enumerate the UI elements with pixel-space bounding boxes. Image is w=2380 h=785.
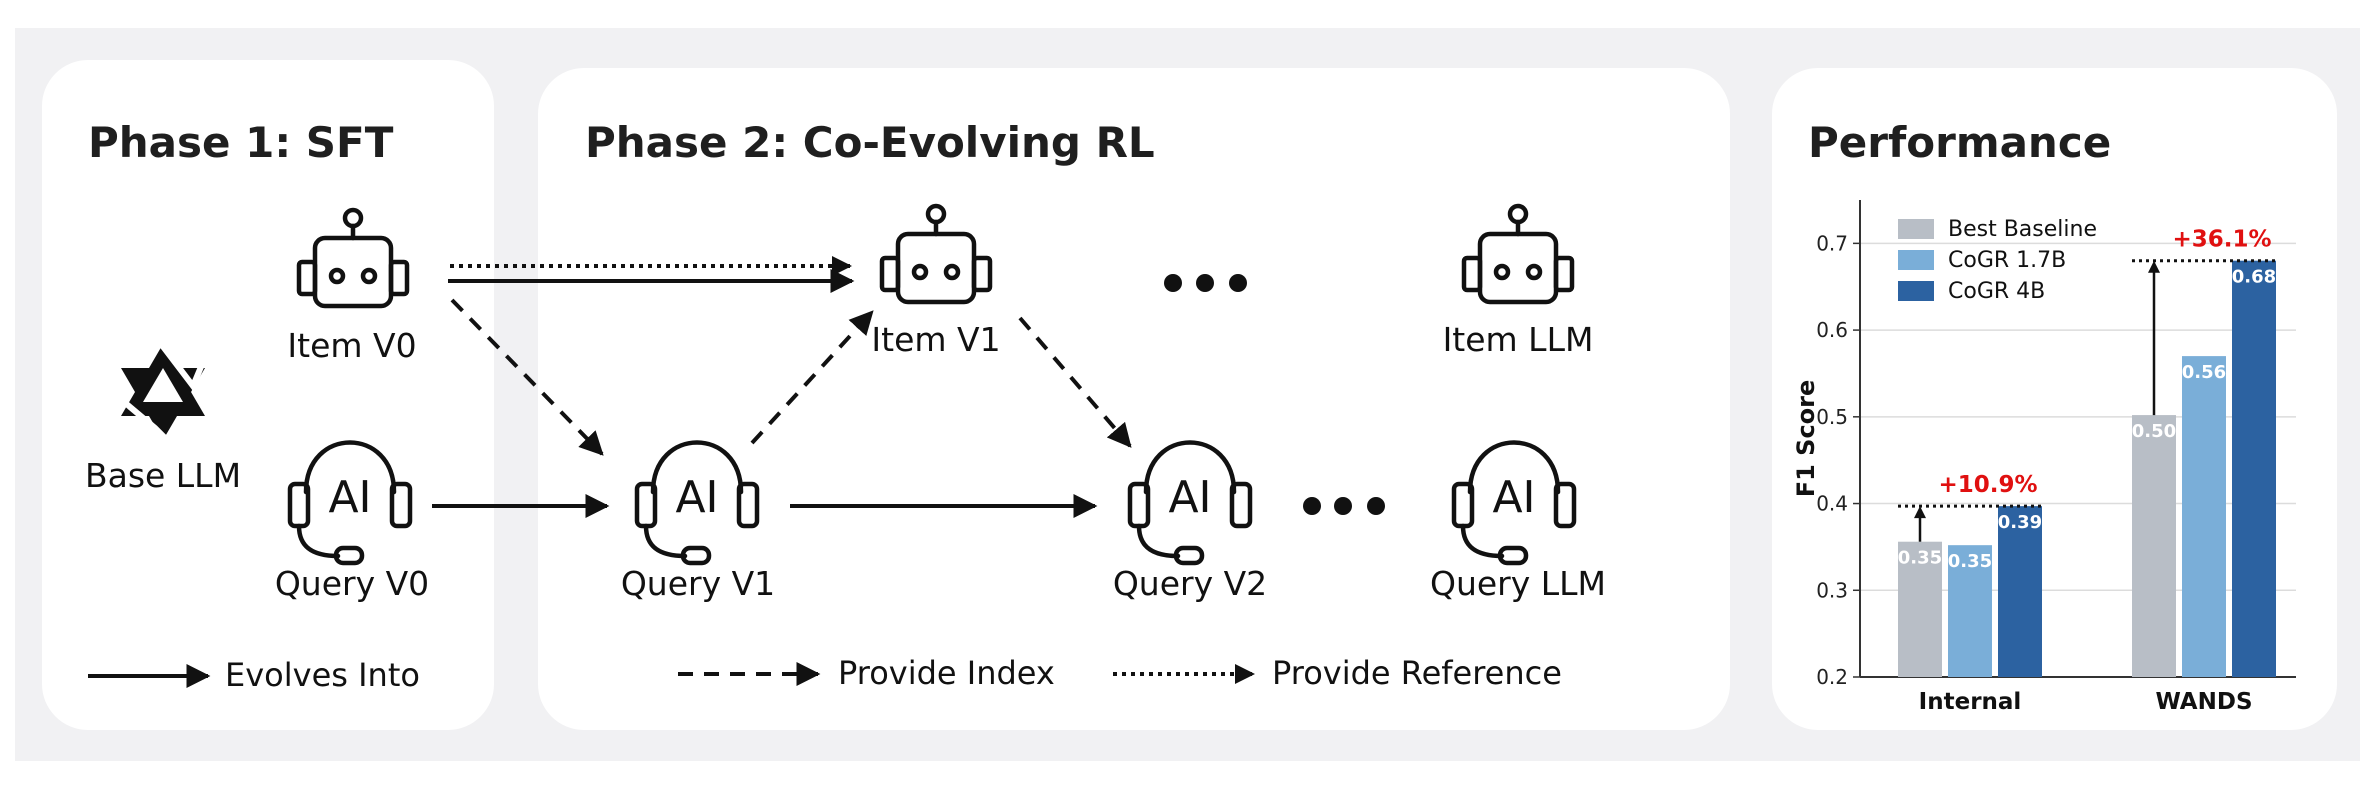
phase1-panel bbox=[42, 60, 494, 730]
bar bbox=[1898, 541, 1942, 677]
query-v0-label: Query V0 bbox=[274, 564, 430, 603]
bar-value-label: 0.68 bbox=[2232, 267, 2276, 288]
x-category-label: WANDS bbox=[2155, 689, 2252, 715]
legend-reference-label: Provide Reference bbox=[1272, 654, 1562, 692]
robot-icon-item-llm bbox=[1464, 206, 1572, 302]
bar bbox=[2232, 260, 2276, 677]
y-tick-label: 0.3 bbox=[1816, 578, 1848, 602]
legend-swatch bbox=[1898, 219, 1934, 239]
legend-entry: Best Baseline bbox=[1948, 217, 2097, 242]
item-v1-label: Item V1 bbox=[871, 320, 1001, 359]
y-tick-label: 0.7 bbox=[1816, 231, 1848, 255]
bar bbox=[2132, 415, 2176, 677]
item-llm-label: Item LLM bbox=[1442, 320, 1594, 359]
legend-evolves-label: Evolves Into bbox=[225, 656, 420, 694]
query-v2-label: Query V2 bbox=[1112, 564, 1268, 603]
bar bbox=[1948, 545, 1992, 677]
y-axis-label: F1 Score bbox=[1792, 380, 1820, 498]
query-glyph-v2: AI bbox=[1168, 472, 1212, 523]
legend-swatch bbox=[1898, 281, 1934, 301]
gain-arrow-head bbox=[1914, 506, 1926, 519]
y-tick-label: 0.5 bbox=[1816, 405, 1848, 429]
bar bbox=[1998, 506, 2042, 677]
phase2-panel bbox=[538, 68, 1730, 730]
query-llm-label: Query LLM bbox=[1429, 564, 1607, 603]
robot-icon-item-v0 bbox=[299, 210, 407, 306]
qwen-logo-icon bbox=[115, 334, 206, 449]
item-v0-label: Item V0 bbox=[287, 326, 417, 365]
bar-value-label: 0.50 bbox=[2132, 421, 2176, 442]
query-glyph-v0: AI bbox=[328, 472, 372, 523]
y-tick-label: 0.4 bbox=[1816, 492, 1848, 516]
legend-swatch bbox=[1898, 250, 1934, 270]
legend-index-label: Provide Index bbox=[838, 654, 1055, 692]
y-tick-label: 0.6 bbox=[1816, 318, 1848, 342]
arrow-index-item-v1-to-query-v2 bbox=[1018, 316, 1132, 448]
arrow-index-query-v1-to-item-v1 bbox=[750, 310, 874, 445]
query-v1-label: Query V1 bbox=[620, 564, 776, 603]
legend-entry: CoGR 1.7B bbox=[1948, 248, 2066, 273]
bar-value-label: 0.35 bbox=[1898, 548, 1942, 569]
legend-entry: CoGR 4B bbox=[1948, 279, 2045, 304]
query-glyph-v1: AI bbox=[675, 472, 719, 523]
gain-annotation: +10.9% bbox=[1938, 472, 2037, 498]
performance-chart: 0.2 0.3 0.4 0.5 0.6 0.7 F1 Score 0.35 0.50 0.35 0.… bbox=[1792, 200, 2296, 715]
gain-annotation: +36.1% bbox=[2172, 227, 2271, 253]
y-tick-label: 0.2 bbox=[1816, 665, 1848, 689]
arrow-index-item-v0-to-query-v1 bbox=[450, 298, 604, 456]
ellipsis-dots-items bbox=[1164, 274, 1247, 292]
query-glyph-llm: AI bbox=[1492, 472, 1536, 523]
bar-value-label: 0.35 bbox=[1948, 551, 1992, 572]
base-llm-label: Base LLM bbox=[84, 456, 242, 495]
bar bbox=[2182, 356, 2226, 677]
x-category-label: Internal bbox=[1919, 689, 2022, 715]
ellipsis-dots-queries bbox=[1303, 497, 1385, 515]
bar-value-label: 0.56 bbox=[2182, 362, 2226, 383]
gain-arrow-head bbox=[2148, 260, 2160, 273]
robot-icon-item-v1 bbox=[882, 206, 990, 302]
phase2-title: Phase 2: Co-Evolving RL bbox=[585, 118, 1155, 167]
bar-value-label: 0.39 bbox=[1998, 512, 2042, 533]
phase1-title: Phase 1: SFT bbox=[88, 118, 394, 167]
performance-title: Performance bbox=[1808, 118, 2112, 167]
